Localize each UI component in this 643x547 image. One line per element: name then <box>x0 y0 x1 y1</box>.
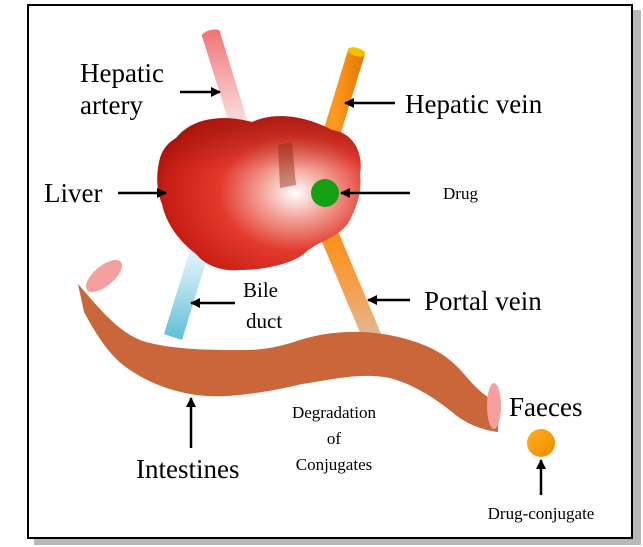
label-liver: Liver <box>44 178 102 208</box>
label-hepatic-artery-line2: artery <box>80 90 143 120</box>
label-degradation-line2: of <box>327 429 342 448</box>
label-hepatic-vein: Hepatic vein <box>405 89 543 119</box>
label-drug-conjugate: Drug-conjugate <box>488 504 595 523</box>
label-portal-vein: Portal vein <box>424 286 542 316</box>
label-faeces: Faeces <box>509 392 582 422</box>
label-degradation-line1: Degradation <box>292 403 377 422</box>
label-drug: Drug <box>443 184 478 203</box>
drug-dot <box>311 179 339 207</box>
label-intestines: Intestines <box>136 454 239 484</box>
label-bile-duct-line2: duct <box>246 309 282 333</box>
label-bile-duct-line1: Bile <box>243 278 278 302</box>
label-degradation-line3: Conjugates <box>296 455 373 474</box>
intestine-opening-right <box>487 383 501 429</box>
label-hepatic-artery-line1: Hepatic <box>80 58 164 88</box>
drug-conjugate-dot <box>527 429 555 457</box>
